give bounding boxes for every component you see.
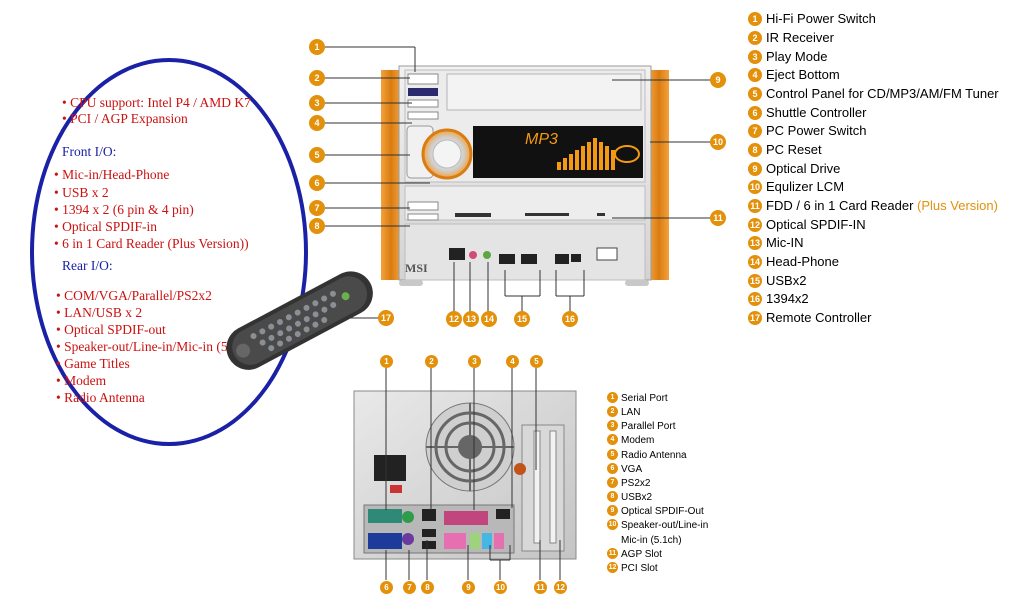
- rear-callout-1: 1: [380, 355, 393, 368]
- rear-io-item: • LAN/USB x 2: [56, 305, 143, 320]
- rear-callout-6: 6: [380, 581, 393, 594]
- front-callout-17: 17: [378, 310, 394, 326]
- rear-callout-11: 11: [534, 581, 547, 594]
- front-callout-6: 6: [309, 175, 325, 191]
- front-callout-11: 11: [710, 210, 726, 226]
- front-callout-1: 1: [309, 39, 325, 55]
- front-callout-4: 4: [309, 115, 325, 131]
- front-io-item: • Optical SPDIF-in: [54, 219, 157, 234]
- front-callout-12: 12: [446, 311, 462, 327]
- rear-io-item: • Radio Antenna: [56, 390, 145, 405]
- rear-io-heading: Rear I/O:: [62, 258, 113, 273]
- front-callout-2: 2: [309, 70, 325, 86]
- rear-io-item: • Optical SPDIF-out: [56, 322, 166, 337]
- rear-io-item: • Game Titles: [56, 356, 130, 371]
- rear-callout-5: 5: [530, 355, 543, 368]
- spec-cpu: • CPU support: Intel P4 / AMD K7: [62, 95, 251, 110]
- rear-io-item: • Modem: [56, 373, 107, 388]
- rear-callout-2: 2: [425, 355, 438, 368]
- remote-controller: [226, 271, 373, 370]
- front-io-item: • 6 in 1 Card Reader (Plus Version)): [54, 236, 249, 251]
- rear-io-item: • COM/VGA/Parallel/PS2x2: [56, 288, 212, 303]
- front-callout-16: 16: [562, 311, 578, 327]
- front-pc-unit: MP3 MSI: [381, 65, 669, 286]
- rear-callout-12: 12: [554, 581, 567, 594]
- front-callout-13: 13: [463, 311, 479, 327]
- rear-callout-10: 10: [494, 581, 507, 594]
- rear-legend-item: Mic-in (5.1ch): [621, 535, 682, 546]
- front-callout-8: 8: [309, 218, 325, 234]
- front-callout-14: 14: [481, 311, 497, 327]
- lcd-display-text: MP3: [525, 131, 558, 148]
- rear-callout-3: 3: [468, 355, 481, 368]
- spec-oval: [30, 58, 308, 446]
- front-callout-5: 5: [309, 147, 325, 163]
- brand-logo-text: MSI: [405, 261, 428, 275]
- front-callout-10: 10: [710, 134, 726, 150]
- spec-expansion: • PCI / AGP Expansion: [62, 111, 188, 126]
- rear-io-item: • Speaker-out/Line-in/Mic-in (5.1ch): [56, 339, 256, 354]
- front-callout-9: 9: [710, 72, 726, 88]
- front-io-heading: Front I/O:: [62, 144, 117, 159]
- front-callout-3: 3: [309, 95, 325, 111]
- rear-pc-unit: [353, 390, 577, 560]
- front-callout-7: 7: [309, 200, 325, 216]
- rear-callout-8: 8: [421, 581, 434, 594]
- rear-callout-9: 9: [462, 581, 475, 594]
- rear-callout-4: 4: [506, 355, 519, 368]
- front-callout-15: 15: [514, 311, 530, 327]
- front-io-item: • 1394 x 2 (6 pin & 4 pin): [54, 202, 194, 217]
- rear-callout-7: 7: [403, 581, 416, 594]
- front-io-item: • USB x 2: [54, 185, 109, 200]
- front-io-item: • Mic-in/Head-Phone: [54, 167, 170, 182]
